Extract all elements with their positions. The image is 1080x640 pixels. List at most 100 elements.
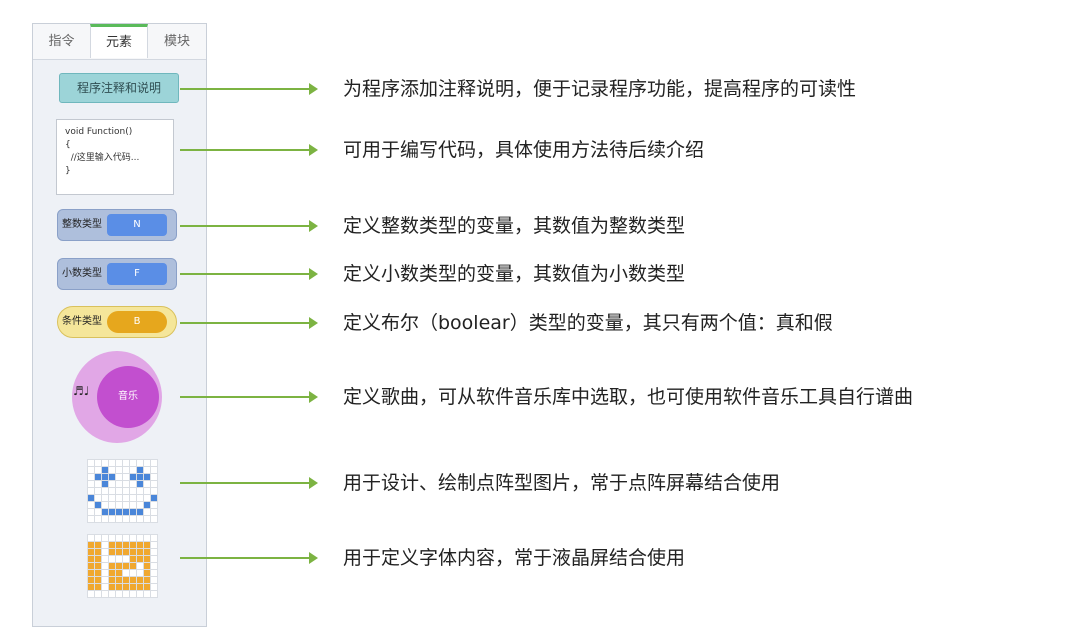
dot-cell xyxy=(109,516,115,522)
dot-cell xyxy=(95,481,101,487)
dot-matrix-block[interactable] xyxy=(87,459,158,523)
float-value-slot[interactable]: F xyxy=(107,263,167,285)
font-cell xyxy=(95,570,101,576)
tab-elements[interactable]: 元素 xyxy=(90,24,148,58)
font-cell xyxy=(109,535,115,541)
dot-cell xyxy=(102,502,108,508)
dot-cell xyxy=(116,481,122,487)
font-cell xyxy=(95,535,101,541)
font-cell xyxy=(116,535,122,541)
dot-cell xyxy=(151,516,157,522)
dot-cell xyxy=(144,516,150,522)
dot-cell xyxy=(151,495,157,501)
dot-cell xyxy=(109,481,115,487)
dot-cell xyxy=(88,509,94,515)
font-cell xyxy=(144,591,150,597)
float-variable-block[interactable]: 小数类型 F xyxy=(57,258,177,290)
boolean-variable-block[interactable]: 条件类型 B xyxy=(57,306,177,338)
dot-cell xyxy=(123,474,129,480)
dot-cell xyxy=(102,495,108,501)
font-cell xyxy=(102,584,108,590)
font-cell xyxy=(95,563,101,569)
font-cell xyxy=(144,556,150,562)
font-cell xyxy=(109,556,115,562)
arrow-boolean xyxy=(180,317,318,329)
font-cell xyxy=(88,577,94,583)
dot-cell xyxy=(130,509,136,515)
font-cell xyxy=(151,563,157,569)
font-cell xyxy=(123,591,129,597)
dot-cell xyxy=(95,502,101,508)
dot-cell xyxy=(109,488,115,494)
font-cell xyxy=(88,556,94,562)
font-cell xyxy=(137,549,143,555)
dot-cell xyxy=(151,502,157,508)
font-cell xyxy=(130,584,136,590)
font-cell xyxy=(144,570,150,576)
font-cell xyxy=(102,549,108,555)
dot-cell xyxy=(102,467,108,473)
dot-cell xyxy=(144,481,150,487)
dot-cell xyxy=(88,467,94,473)
font-matrix-block[interactable] xyxy=(87,534,158,598)
tab-instructions[interactable]: 指令 xyxy=(48,34,75,49)
font-cell xyxy=(109,577,115,583)
dot-cell xyxy=(137,488,143,494)
dot-cell xyxy=(116,460,122,466)
arrow-dot-matrix xyxy=(180,477,318,489)
font-cell xyxy=(95,542,101,548)
font-cell xyxy=(151,542,157,548)
description-music: 定义歌曲，可从软件音乐库中选取，也可使用软件音乐工具自行谱曲 xyxy=(343,386,914,408)
dot-cell xyxy=(95,516,101,522)
font-cell xyxy=(130,563,136,569)
font-cell xyxy=(102,556,108,562)
dot-cell xyxy=(137,495,143,501)
dot-cell xyxy=(151,467,157,473)
integer-variable-block[interactable]: 整数类型 N xyxy=(57,209,177,241)
description-font-matrix: 用于定义字体内容，常于液晶屏结合使用 xyxy=(343,547,686,569)
dot-cell xyxy=(151,481,157,487)
dot-cell xyxy=(123,502,129,508)
dot-cell xyxy=(116,495,122,501)
dot-cell xyxy=(130,502,136,508)
font-cell xyxy=(123,542,129,548)
font-cell xyxy=(144,542,150,548)
dot-cell xyxy=(109,474,115,480)
dot-cell xyxy=(116,502,122,508)
integer-type-label: 整数类型 xyxy=(62,219,102,230)
dot-cell xyxy=(123,467,129,473)
dot-cell xyxy=(137,509,143,515)
font-cell xyxy=(95,556,101,562)
dot-cell xyxy=(130,495,136,501)
dot-cell xyxy=(116,509,122,515)
font-cell xyxy=(116,549,122,555)
arrow-font-matrix xyxy=(180,552,318,564)
dot-cell xyxy=(123,481,129,487)
font-cell xyxy=(151,549,157,555)
font-cell xyxy=(123,563,129,569)
dot-cell xyxy=(95,509,101,515)
comment-block[interactable]: 程序注释和说明 xyxy=(59,73,179,103)
dot-cell xyxy=(102,516,108,522)
dot-cell xyxy=(109,502,115,508)
font-cell xyxy=(116,570,122,576)
font-cell xyxy=(88,584,94,590)
dot-cell xyxy=(151,460,157,466)
dot-cell xyxy=(123,495,129,501)
dot-cell xyxy=(123,516,129,522)
dot-cell xyxy=(130,474,136,480)
dot-cell xyxy=(144,467,150,473)
boolean-value-slot[interactable]: B xyxy=(107,311,167,333)
font-cell xyxy=(88,570,94,576)
arrow-code xyxy=(180,144,318,156)
font-cell xyxy=(102,570,108,576)
integer-value-slot[interactable]: N xyxy=(107,214,167,236)
dot-cell xyxy=(109,509,115,515)
dot-cell xyxy=(116,488,122,494)
font-cell xyxy=(95,584,101,590)
font-cell xyxy=(116,591,122,597)
tab-modules[interactable]: 模块 xyxy=(163,34,190,49)
code-block[interactable]: void Function() { //这里输入代码... } xyxy=(56,119,174,195)
font-cell xyxy=(137,570,143,576)
description-integer: 定义整数类型的变量，其数值为整数类型 xyxy=(343,215,686,237)
